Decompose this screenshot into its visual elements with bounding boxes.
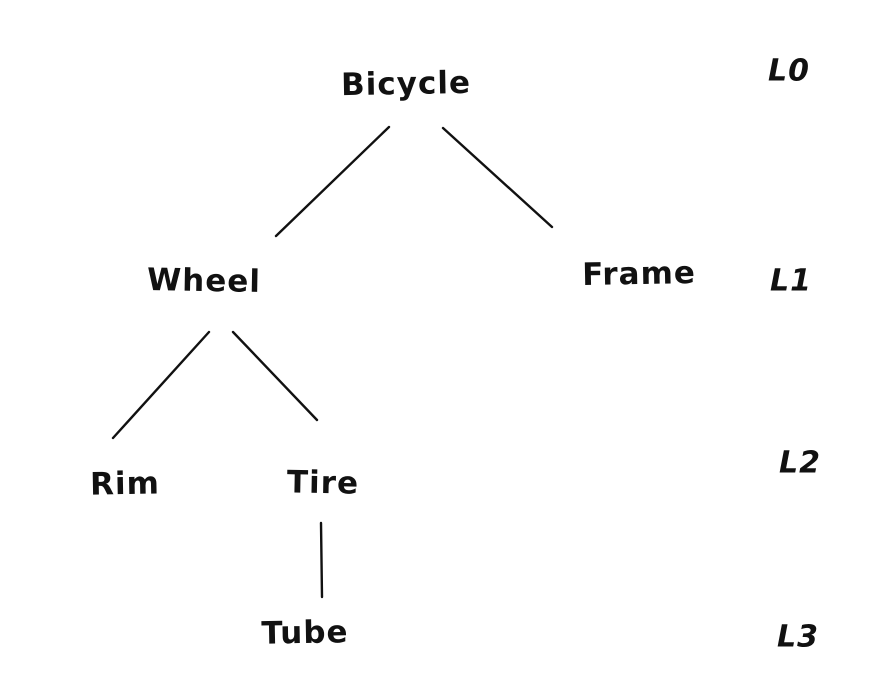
node-bicycle: Bicycle <box>340 64 472 104</box>
node-frame: Frame <box>581 255 697 293</box>
node-tire: Tire <box>286 464 360 502</box>
level-label-l0: L0 <box>768 53 810 89</box>
level-label-l2: L2 <box>779 445 821 481</box>
edge-bicycle-frame <box>441 126 554 229</box>
node-wheel: Wheel <box>146 262 262 300</box>
node-rim: Rim <box>89 465 161 503</box>
edge-bicycle-wheel <box>274 125 391 238</box>
level-label-l1: L1 <box>770 263 812 299</box>
edge-wheel-rim <box>111 330 211 440</box>
edge-tire-tube <box>319 521 324 599</box>
edge-wheel-tire <box>231 330 319 422</box>
level-label-l3: L3 <box>777 619 819 655</box>
node-tube: Tube <box>261 614 349 652</box>
